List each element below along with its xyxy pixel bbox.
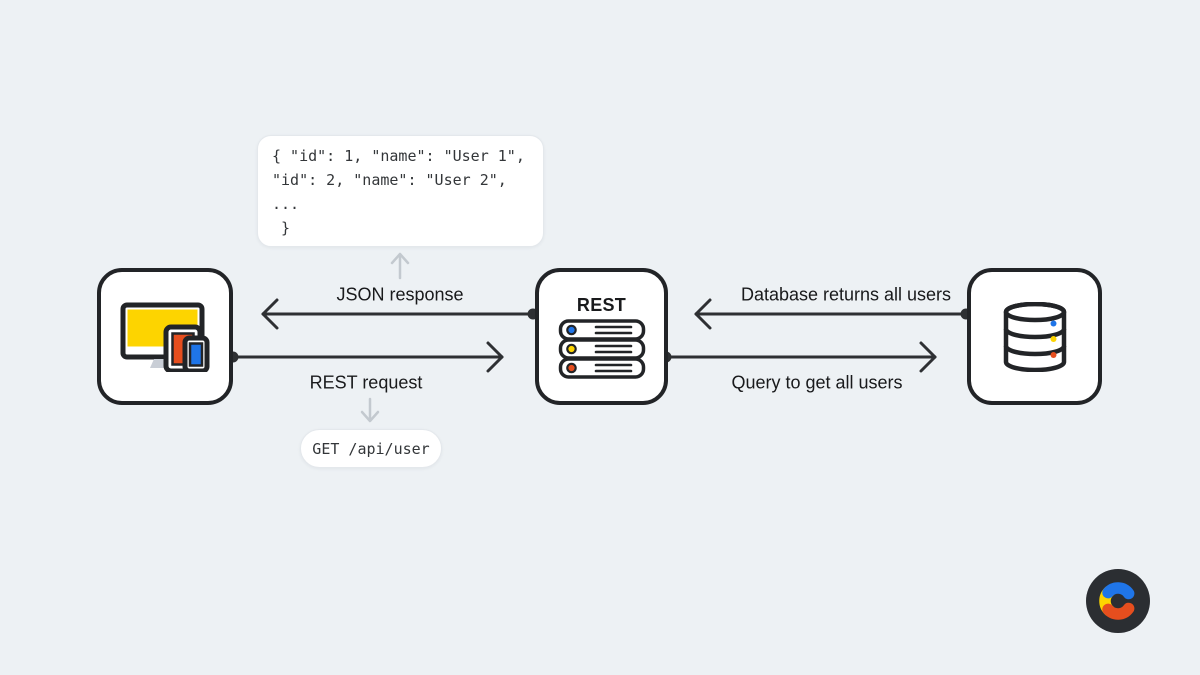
logo-background [1086, 569, 1150, 633]
devices-icon [120, 302, 210, 372]
c-brand-logo [1086, 569, 1150, 633]
edge-label-query: Query to get all users [731, 372, 903, 393]
edge-query-arrow [660, 341, 937, 373]
json-response-snippet: { "id": 1, "name": "User 1", "id": 2, "n… [257, 135, 544, 247]
server-row [558, 356, 645, 379]
code-line: "id": 2, "name": "User 2", [272, 171, 507, 189]
code-line: ... [272, 195, 300, 213]
server-row [558, 318, 645, 341]
db-dot-orange [1050, 351, 1056, 358]
code-line: } [272, 219, 291, 237]
hint-head [390, 252, 410, 265]
db-dot-yellow [1050, 335, 1056, 342]
database-cylinder-icon [1003, 301, 1066, 372]
hint-arrow-up-icon [390, 252, 410, 280]
edge-label-json-response: JSON response [336, 284, 464, 305]
edge-rest-request-arrow [227, 341, 504, 373]
phone-screen [188, 341, 204, 367]
server-led-blue [565, 324, 577, 335]
logo-arc-orange [1102, 602, 1135, 620]
client-node [97, 268, 233, 405]
code-line: { "id": 1, "name": "User 1", [272, 147, 525, 165]
edge-label-db-returns: Database returns all users [740, 284, 952, 305]
arrowhead-right-icon [486, 341, 504, 373]
hint-arrow-down-icon [360, 397, 380, 423]
arrowhead-right-icon [919, 341, 937, 373]
logo-arc-blue [1102, 582, 1135, 600]
cylinder-top [1003, 301, 1066, 322]
arrowhead-left-icon [261, 298, 279, 330]
cylinder-band [1003, 327, 1066, 339]
rest-node: REST [535, 268, 668, 405]
server-stack-icon [558, 318, 645, 379]
server-led-orange [565, 362, 577, 373]
hint-head [360, 410, 380, 423]
db-dot-blue [1050, 320, 1056, 326]
request-pill: GET /api/user [300, 429, 442, 468]
c-logo-icon [1086, 569, 1150, 633]
rest-node-title: REST [576, 294, 627, 315]
cylinder-band [1003, 344, 1066, 356]
server-led-yellow [565, 343, 577, 354]
server-row [558, 337, 645, 360]
edge-label-rest-request: REST request [309, 372, 423, 393]
database-node [967, 268, 1102, 405]
arrowhead-left-icon [694, 298, 712, 330]
